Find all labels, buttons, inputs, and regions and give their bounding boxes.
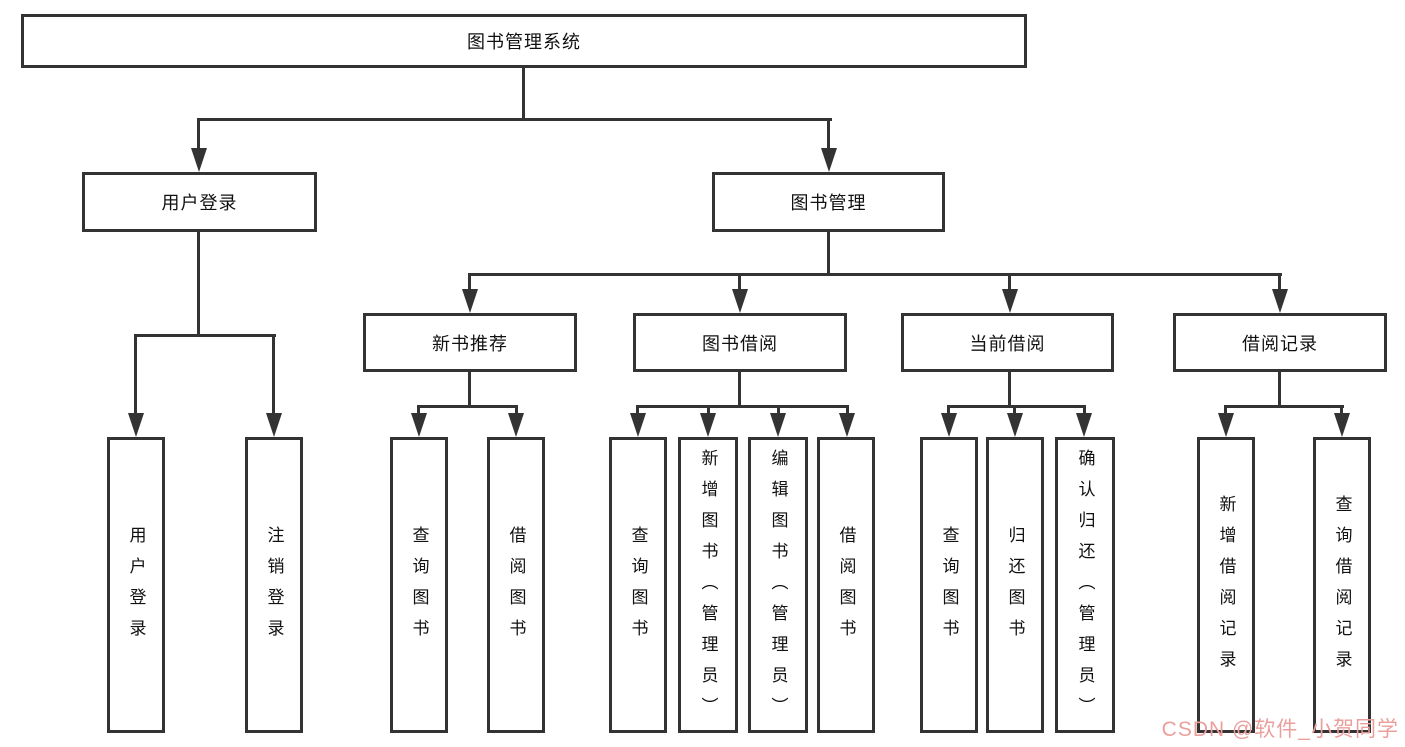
- connector-book-mgmt-stem: [827, 232, 830, 273]
- leaf-records-query-record: 查询借阅记录: [1313, 437, 1371, 733]
- leaf-borrowing-borrow-book: 借阅图书: [817, 437, 875, 733]
- connector-arrow-shaft-recommend: [468, 273, 471, 291]
- arrowhead-cb-query: [941, 413, 957, 437]
- arrowhead-rec-borrow: [508, 413, 524, 437]
- leaf-user-login: 用户登录: [107, 437, 165, 733]
- leaf-logout: 注销登录: [245, 437, 303, 733]
- connector-arrow-shaft-br-query: [1340, 405, 1343, 417]
- arrowhead-logout: [266, 413, 282, 437]
- connector-arrow-shaft-login: [134, 334, 137, 416]
- arrowhead-bb-edit: [770, 413, 786, 437]
- connector-arrow-shaft-bb-query: [636, 405, 639, 417]
- connector-user-login-stem: [197, 232, 200, 334]
- node-current-borrowing: 当前借阅: [901, 313, 1114, 372]
- connector-recommend-stem: [468, 372, 471, 405]
- connector-root-stem: [522, 68, 525, 118]
- csdn-watermark: CSDN @软件_小贺同学: [1161, 718, 1399, 741]
- connector-arrow-shaft-bb-add: [707, 405, 710, 417]
- arrowhead-br-add: [1218, 413, 1234, 437]
- arrowhead-records: [1272, 289, 1288, 313]
- connector-root-split: [197, 118, 832, 121]
- arrowhead-bb-borrow: [839, 413, 855, 437]
- connector-records-split: [1224, 405, 1344, 408]
- connector-arrow-shaft-cb-return: [1013, 405, 1016, 417]
- connector-book-mgmt-split: [468, 273, 1282, 276]
- leaf-recommend-query-book: 查询图书: [390, 437, 448, 733]
- connector-arrow-shaft-records: [1278, 273, 1281, 291]
- connector-arrow-shaft-cb-confirm: [1083, 405, 1086, 417]
- arrowhead-br-query: [1334, 413, 1350, 437]
- leaf-current-confirm-return: 确认归还（管理员）: [1055, 437, 1115, 733]
- arrowhead-bb-query: [630, 413, 646, 437]
- arrowhead-current: [1002, 289, 1018, 313]
- connector-arrow-shaft-borrowing: [738, 273, 741, 291]
- connector-current-stem: [1008, 372, 1011, 405]
- connector-arrow-shaft-logout: [272, 334, 275, 416]
- connector-arrow-shaft-cb-query: [947, 405, 950, 417]
- connector-current-split: [947, 405, 1086, 408]
- arrowhead-user-login: [191, 148, 207, 172]
- leaf-borrowing-query-book: 查询图书: [609, 437, 667, 733]
- connector-user-login-split: [134, 334, 276, 337]
- arrowhead-book-mgmt: [821, 148, 837, 172]
- arrowhead-bb-add: [700, 413, 716, 437]
- arrowhead-login: [128, 413, 144, 437]
- leaf-borrowing-edit-book: 编辑图书（管理员）: [748, 437, 808, 733]
- leaf-current-query-book: 查询图书: [920, 437, 978, 733]
- connector-arrow-shaft-current: [1008, 273, 1011, 291]
- node-root: 图书管理系统: [21, 14, 1027, 68]
- arrowhead-recommend: [462, 289, 478, 313]
- arrowhead-borrowing: [732, 289, 748, 313]
- node-book-management: 图书管理: [712, 172, 945, 232]
- node-book-borrowing: 图书借阅: [633, 313, 847, 372]
- node-borrowing-records: 借阅记录: [1173, 313, 1387, 372]
- connector-records-stem: [1278, 372, 1281, 405]
- connector-arrow-shaft-user-login: [197, 118, 200, 150]
- connector-arrow-shaft-book-mgmt: [827, 118, 830, 150]
- leaf-borrowing-add-book: 新增图书（管理员）: [678, 437, 738, 733]
- connector-arrow-shaft-br-add: [1224, 405, 1227, 417]
- arrowhead-rec-query: [411, 413, 427, 437]
- node-user-login: 用户登录: [82, 172, 317, 232]
- leaf-recommend-borrow-book: 借阅图书: [487, 437, 545, 733]
- connector-recommend-split: [417, 405, 518, 408]
- connector-arrow-shaft-rec-query: [417, 405, 420, 417]
- connector-borrowing-split: [636, 405, 849, 408]
- leaf-records-add-record: 新增借阅记录: [1197, 437, 1255, 733]
- node-new-book-recommend: 新书推荐: [363, 313, 577, 372]
- arrowhead-cb-return: [1007, 413, 1023, 437]
- leaf-current-return-book: 归还图书: [986, 437, 1044, 733]
- connector-arrow-shaft-bb-borrow: [846, 405, 849, 417]
- connector-borrowing-stem: [738, 372, 741, 405]
- connector-arrow-shaft-rec-borrow: [515, 405, 518, 417]
- arrowhead-cb-confirm: [1076, 413, 1092, 437]
- connector-arrow-shaft-bb-edit: [777, 405, 780, 417]
